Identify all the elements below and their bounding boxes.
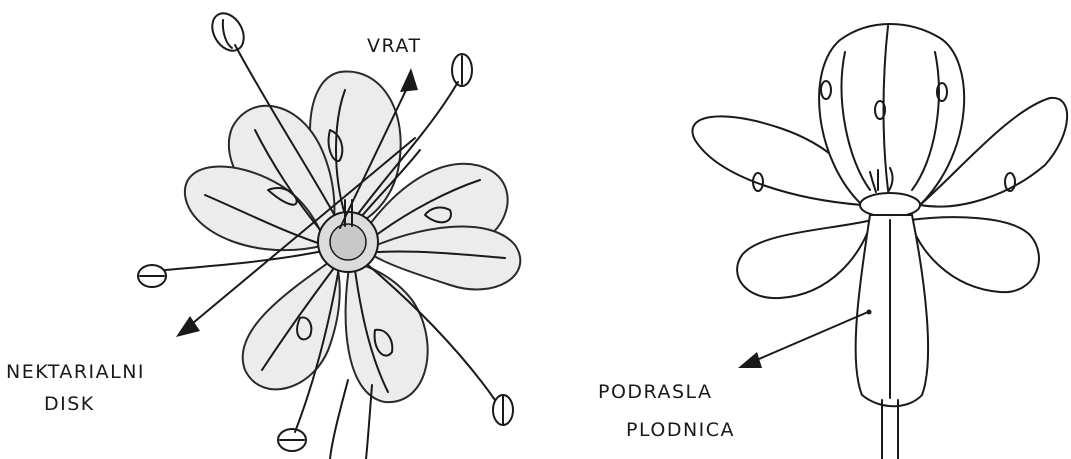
label-ovary-line1: PODRASLA: [598, 381, 713, 403]
right-petal-lower-left: [737, 220, 872, 298]
label-nectar-disk-line2: DISK: [44, 393, 95, 415]
label-nectar-disk-line1: NEKTARIALNI: [6, 361, 145, 383]
right-flower: [692, 24, 1067, 459]
left-petal-lower-left: [243, 258, 340, 389]
right-flower-pedicel: [882, 400, 898, 459]
label-neck: VRAT: [367, 35, 422, 57]
right-flower-arrow: [738, 310, 872, 369]
right-flower-disk: [860, 193, 920, 217]
label-ovary-line2: PLODNICA: [626, 419, 735, 441]
left-flower: [138, 8, 520, 459]
right-flower-ovary: [856, 215, 928, 406]
right-petal-lower-right: [910, 217, 1039, 292]
